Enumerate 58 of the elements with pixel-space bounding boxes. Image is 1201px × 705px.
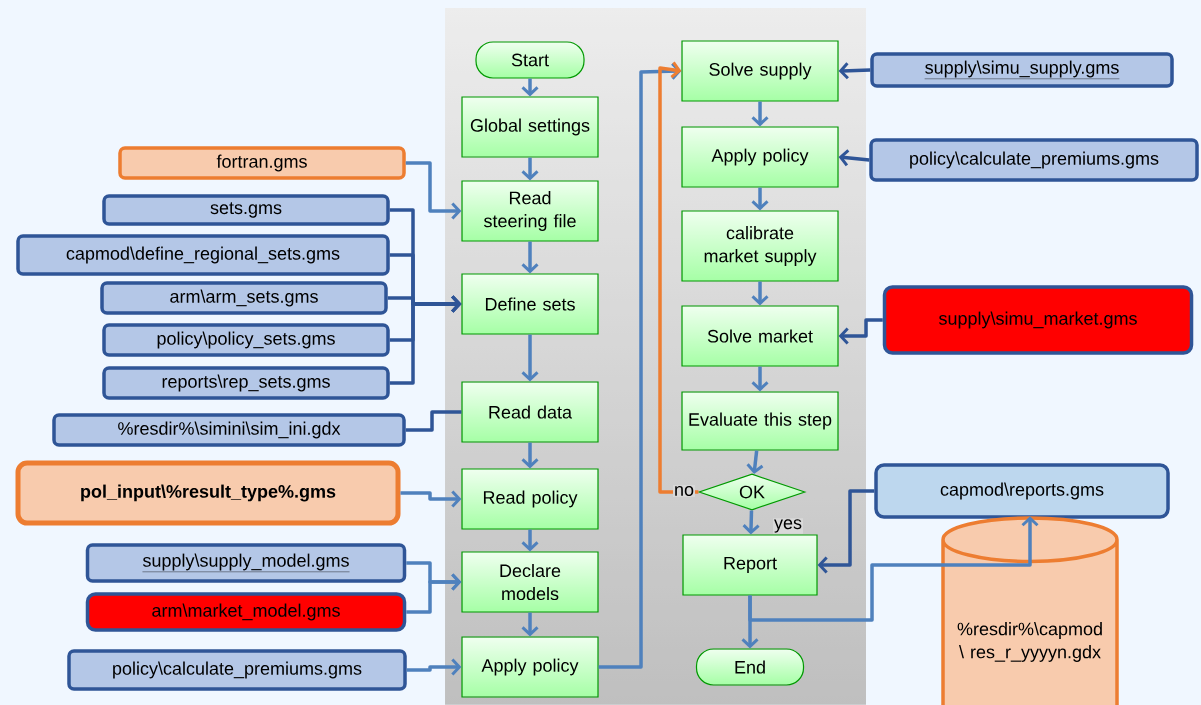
arrow xyxy=(751,366,769,392)
arrow xyxy=(751,281,769,306)
arrow xyxy=(742,510,760,535)
arrow xyxy=(406,573,462,614)
arrow xyxy=(521,157,539,181)
file-box: policy\policy_sets.gms xyxy=(102,323,390,357)
process-box: Global settings xyxy=(461,96,599,158)
file-box: sets.gms xyxy=(102,194,390,226)
process-box: Report xyxy=(682,534,818,596)
connector-line xyxy=(405,410,462,432)
file-box: fortran.gms xyxy=(118,146,406,180)
arrow xyxy=(751,101,769,127)
arrow xyxy=(598,62,682,669)
arrow xyxy=(389,295,462,385)
arrow xyxy=(838,62,871,80)
process-box: calibrate market supply xyxy=(681,210,839,282)
file-box: pol_input\%result_type%.gms xyxy=(15,460,401,526)
terminal-box: End xyxy=(695,648,805,686)
process-box: Read steering file xyxy=(461,180,599,242)
process-box: Define sets xyxy=(461,273,599,335)
terminal-box: Start xyxy=(475,41,585,79)
file-box: policy\calculate_premiums.gms xyxy=(67,649,407,691)
arrow xyxy=(521,529,539,552)
arrow xyxy=(817,489,875,574)
process-box: Solve supply xyxy=(681,40,839,102)
arrow xyxy=(405,161,462,220)
process-box: Evaluate this step xyxy=(681,391,839,451)
arrow xyxy=(400,490,462,508)
arrow xyxy=(751,187,769,211)
arrow xyxy=(521,334,539,382)
file-box: supply\supply_model.gms xyxy=(85,543,407,583)
process-box: Declare models xyxy=(461,551,599,613)
process-box: Apply policy xyxy=(461,636,599,698)
file-box: %resdir%\simini\sim_ini.gdx xyxy=(52,413,406,447)
process-box: Read data xyxy=(461,381,599,443)
file-box: reports\rep_sets.gms xyxy=(102,366,390,400)
arrow xyxy=(521,612,539,637)
file-box: capmod\define_regional_sets.gms xyxy=(16,234,390,276)
edge-label: yes xyxy=(773,518,803,534)
arrow xyxy=(748,516,1039,622)
process-box: Solve market xyxy=(681,305,839,367)
process-box: Apply policy xyxy=(681,126,839,188)
file-box: policy\calculate_premiums.gms xyxy=(869,138,1199,182)
file-box: arm\arm_sets.gms xyxy=(100,281,388,315)
file-box: supply\simu_supply.gms xyxy=(870,52,1174,88)
file-box: capmod\reports.gms xyxy=(874,463,1170,519)
database-cylinder: %resdir%\capmod \ res_r_yyyyn.gdx xyxy=(941,516,1119,705)
arrow xyxy=(746,450,764,475)
file-box: supply\simu_market.gms xyxy=(882,285,1194,355)
edge-label: no xyxy=(673,485,695,497)
arrow xyxy=(838,318,883,345)
arrow xyxy=(406,658,462,676)
arrow xyxy=(658,61,699,494)
file-box: arm\market_model.gms xyxy=(85,592,407,632)
arrow xyxy=(838,149,870,167)
process-box: Read policy xyxy=(461,468,599,530)
arrow xyxy=(521,442,539,469)
arrow xyxy=(521,241,539,274)
